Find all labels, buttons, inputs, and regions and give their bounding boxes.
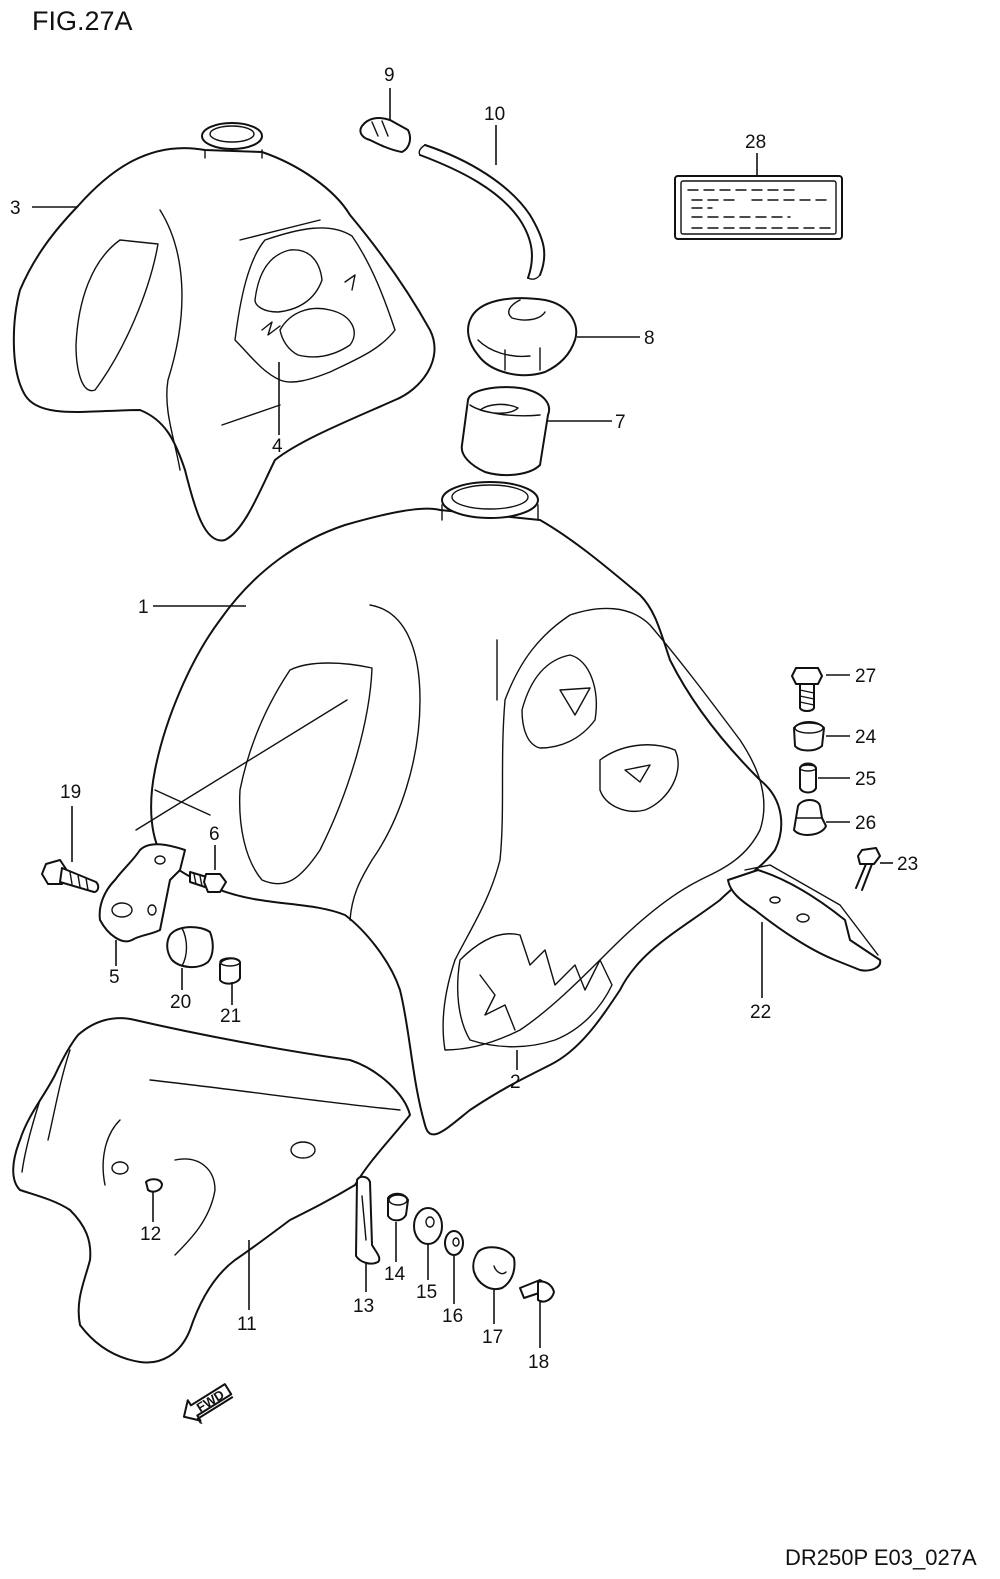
fuel-tank-main[interactable] (135, 481, 783, 1136)
callout-3: 3 (10, 198, 21, 219)
callout-20: 20 (170, 992, 191, 1013)
callout-27: 27 (855, 666, 876, 687)
bolt-6[interactable] (189, 871, 227, 893)
callout-10: 10 (484, 104, 505, 125)
callout-9: 9 (384, 65, 395, 86)
tank-decal-dr-upper (234, 227, 396, 383)
callout-18: 18 (528, 1352, 549, 1373)
callout-16: 16 (442, 1306, 463, 1327)
tank-decal-dr-main (442, 607, 765, 1051)
clamp-13[interactable] (355, 1175, 381, 1265)
bolt-23[interactable] (855, 847, 881, 891)
screw-12[interactable] (145, 1178, 163, 1193)
callout-7: 7 (615, 412, 626, 433)
caution-label[interactable] (674, 175, 843, 240)
callout-21: 21 (220, 1006, 241, 1027)
callout-13: 13 (353, 1296, 374, 1317)
bracket-5[interactable] (98, 843, 186, 943)
callout-25: 25 (855, 769, 876, 790)
collar-21[interactable] (219, 957, 241, 985)
fuel-cap[interactable] (467, 297, 578, 377)
callout-15: 15 (416, 1282, 437, 1303)
callout-14: 14 (384, 1264, 406, 1285)
callout-8: 8 (644, 328, 655, 349)
callout-12: 12 (140, 1224, 161, 1245)
leader-lines (32, 88, 893, 1348)
callout-23: 23 (897, 854, 918, 875)
fuel-tank-upper[interactable] (12, 122, 436, 542)
fitting-part-9[interactable] (359, 117, 411, 153)
callout-19: 19 (60, 782, 81, 803)
callout-26: 26 (855, 813, 876, 834)
cushion-17[interactable] (472, 1246, 516, 1290)
callout-24: 24 (855, 727, 877, 748)
tank-bracket[interactable] (727, 864, 882, 972)
callout-28: 28 (745, 132, 766, 153)
side-cover[interactable] (12, 1017, 411, 1364)
bolt-27[interactable] (791, 667, 823, 712)
spacer-25[interactable] (799, 762, 817, 794)
filler-neck-ring[interactable] (460, 386, 550, 477)
cushion-20[interactable] (166, 926, 214, 968)
callout-1: 1 (138, 597, 149, 618)
callout-11: 11 (237, 1314, 257, 1335)
callout-17: 17 (482, 1327, 503, 1348)
callout-4: 4 (272, 436, 283, 457)
breather-hose[interactable] (418, 144, 546, 280)
washer-16[interactable] (444, 1230, 464, 1256)
callout-22: 22 (750, 1002, 771, 1023)
cushion-26[interactable] (793, 799, 827, 836)
figure-title: FIG.27A (32, 6, 133, 36)
footer-code: DR250P E03_027A (785, 1545, 977, 1570)
callout-numbers: 3 4 9 10 28 8 7 1 27 24 25 26 23 22 19 6… (10, 65, 918, 1373)
washer-15[interactable] (413, 1207, 443, 1245)
collar-24[interactable] (793, 721, 825, 752)
fwd-arrow-icon: FWD (182, 1383, 234, 1424)
callout-6: 6 (209, 824, 220, 845)
bolt-19[interactable] (41, 859, 100, 893)
callout-2: 2 (510, 1072, 521, 1093)
screw-18[interactable] (519, 1279, 555, 1303)
collar-14[interactable] (387, 1192, 409, 1222)
callout-5: 5 (109, 967, 120, 988)
